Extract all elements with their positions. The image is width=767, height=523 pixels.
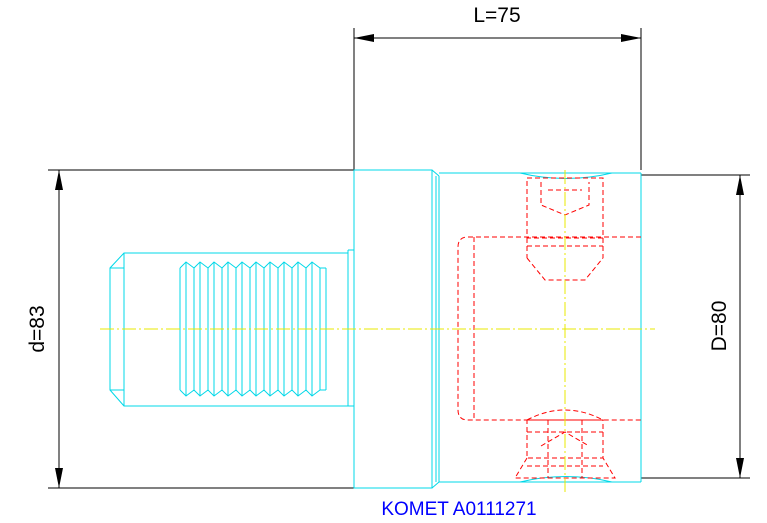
right-diameter-label: D=80 <box>708 301 731 352</box>
dimension-arrows <box>55 34 744 488</box>
length-dimension-label: L=75 <box>473 4 520 27</box>
part-caption: KOMET A0111271 <box>381 499 536 520</box>
dimension-lines <box>48 28 750 489</box>
centerlines <box>100 170 655 492</box>
hidden-details <box>457 177 641 479</box>
left-diameter-label: d=83 <box>26 305 49 352</box>
